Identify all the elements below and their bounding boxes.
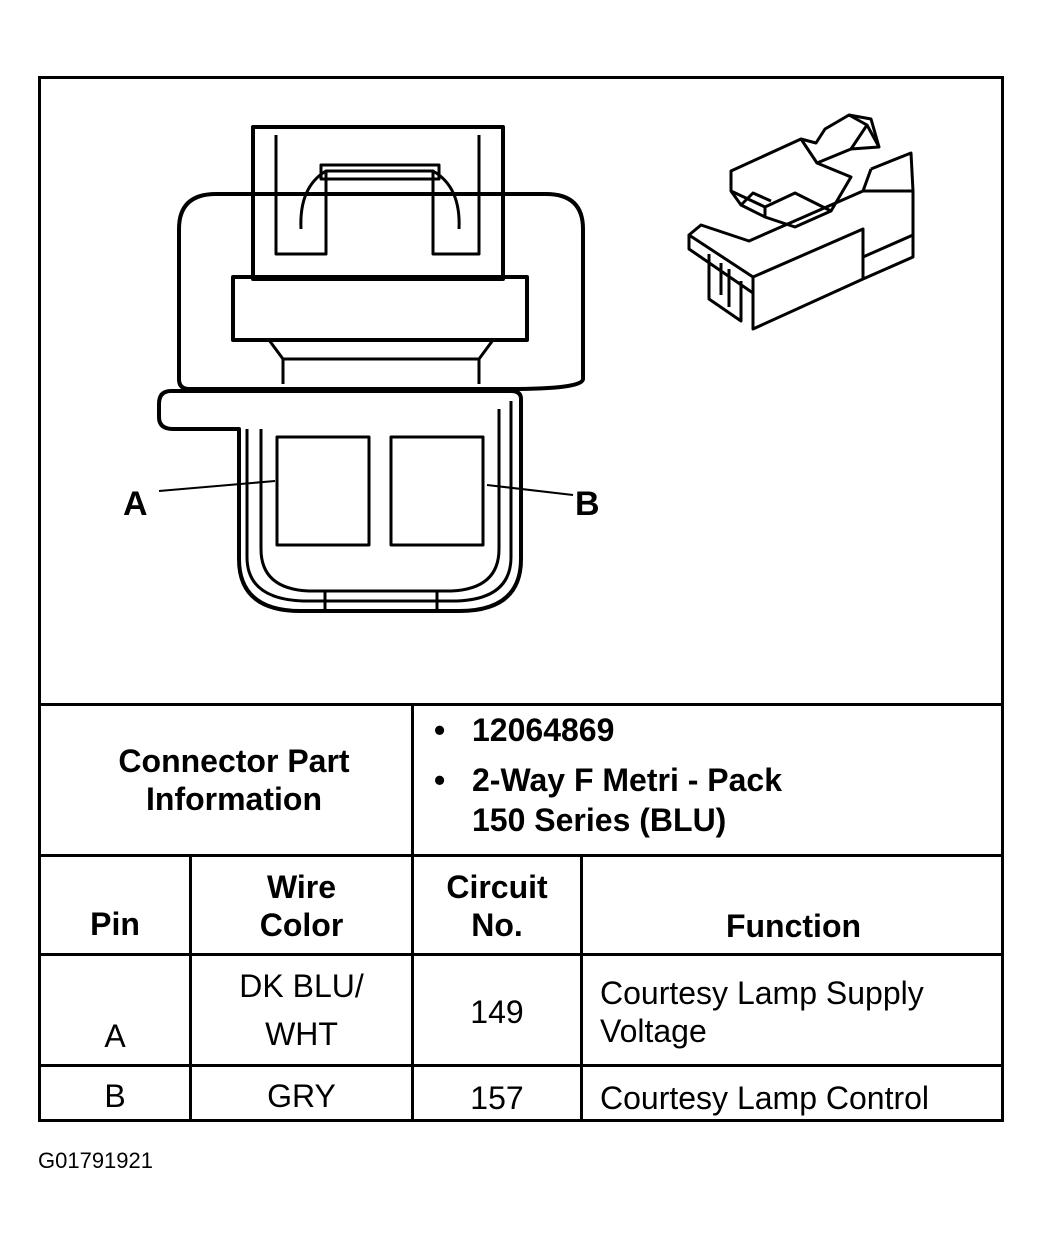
row-b-function: Courtesy Lamp Control [600,1080,930,1116]
part-info-label: Connector Part Information [118,743,350,817]
connector-face-view [157,125,585,613]
table-col-divider-pin [189,854,192,1122]
header-circuit-no-line-2: No. [471,907,523,943]
header-pin: Pin [90,906,140,942]
pin-a-callout: A [123,485,148,523]
part-number: 12064869 [472,712,615,748]
table-divider-part-info [38,854,1004,857]
row-a-pin: A [104,1018,126,1054]
pin-b-callout: B [575,485,600,523]
table-top-border [38,703,1004,706]
row-b-wire-color: GRY [267,1078,336,1114]
header-wire-color: Wire Color [192,864,411,948]
connector-series-line-1: 2-Way F Metri - Pack [472,762,783,798]
part-info-item: • 12064869 [434,710,782,750]
connector-series: 2-Way F Metri - Pack 150 Series (BLU) [472,760,782,840]
header-function: Function [725,908,862,944]
connector-series-line-2: 150 Series (BLU) [472,802,727,838]
row-a-wire-color: DK BLU/ WHT [192,962,411,1058]
part-info-item: • 2-Way F Metri - Pack 150 Series (BLU) [434,760,782,840]
header-wire-color-line-2: Color [259,907,344,943]
row-b-circuit: 157 [470,1080,524,1116]
part-info-list: • 12064869 • 2-Way F Metri - Pack 150 Se… [434,710,782,840]
row-a-function-line-2: Voltage [600,1013,707,1049]
connector-drawing [157,113,915,613]
header-circuit-no-line-1: Circuit [446,869,548,905]
row-a-wire-color-line-2: WHT [265,1016,338,1052]
header-circuit-no: Circuit No. [414,864,580,948]
table-col-divider-part-info [411,703,414,1122]
bullet-icon: • [434,712,446,748]
table-divider-row-a [38,1064,1004,1067]
connector-isometric-view [687,113,915,331]
header-wire-color-line-1: Wire [266,869,337,905]
row-a-circuit: 149 [470,994,524,1030]
table-divider-header [38,953,1004,956]
row-b-pin: B [104,1078,126,1114]
table-col-divider-circuit [580,854,583,1122]
connector-diagram-frame: A B [38,76,1004,1122]
row-a-wire-color-line-1: DK BLU/ [239,968,364,1004]
row-a-function: Courtesy Lamp Supply Voltage [600,970,1000,1054]
bullet-icon: • [434,762,446,798]
figure-id: G01791921 [38,1148,153,1173]
row-a-function-line-1: Courtesy Lamp Supply [600,975,924,1011]
